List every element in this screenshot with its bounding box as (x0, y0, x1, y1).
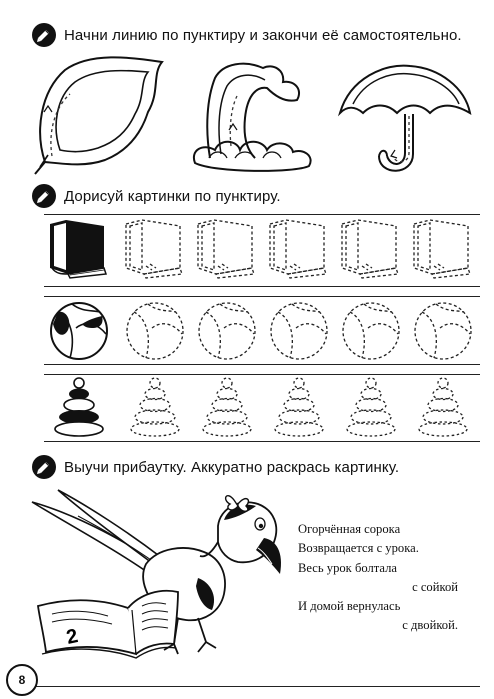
instruction-1-text: Начни линию по пунктиру и закончи её сам… (64, 26, 462, 44)
ball-trace (126, 302, 184, 360)
instruction-2-text: Дорисуй картинки по пунктиру. (64, 187, 281, 205)
ball-trace (270, 302, 328, 360)
pyramid-sample (54, 377, 104, 437)
hat-tracing-figure (192, 62, 312, 172)
book-trace (413, 219, 471, 279)
ball-trace (342, 302, 400, 360)
poem-line: с двойкой. (402, 618, 458, 633)
instruction-2: Дорисуй картинки по пунктиру. (32, 184, 281, 208)
poem-line: И домой вернулась (298, 599, 401, 614)
page-number: 8 (6, 664, 38, 696)
magpie-with-book-illustration: 2 (31, 489, 282, 659)
pyramid-trace (202, 377, 252, 437)
book-trace (197, 219, 255, 279)
book-trace (125, 219, 183, 279)
ball-trace (414, 302, 472, 360)
book-trace (269, 219, 327, 279)
row-rule (44, 441, 480, 442)
umbrella-tracing-figure (337, 64, 472, 172)
pencil-icon (32, 455, 56, 479)
book-trace (341, 219, 399, 279)
book-sample (50, 220, 108, 279)
rhyme-poem: Огорчённая сорока Возвращается с урока. … (298, 520, 458, 636)
row-rule (44, 286, 480, 287)
ball-trace (198, 302, 256, 360)
row-rule (44, 364, 480, 365)
pencil-icon (32, 23, 56, 47)
instruction-3-text: Выучи прибаутку. Аккуратно раскрась карт… (64, 458, 400, 476)
pyramid-trace (346, 377, 396, 437)
footer-rule (36, 686, 480, 687)
pyramid-trace (274, 377, 324, 437)
leaf-tracing-figure (34, 56, 164, 175)
row-rule (44, 214, 480, 215)
instruction-3: Выучи прибаутку. Аккуратно раскрась карт… (32, 455, 399, 479)
poem-line: с сойкой (412, 579, 458, 594)
row-rule (44, 296, 480, 297)
poem-line: Огорчённая сорока (298, 522, 401, 536)
instruction-1: Начни линию по пунктиру и закончи её сам… (32, 23, 462, 47)
poem-line: Возвращается с урока. (298, 541, 419, 556)
pyramid-trace (418, 377, 468, 437)
pyramid-trace (130, 377, 180, 437)
row-rule (44, 374, 480, 375)
ball-sample (50, 302, 108, 360)
poem-line: Весь урок болтала (298, 560, 397, 575)
book-grade-mark: 2 (64, 625, 79, 649)
pencil-icon (32, 184, 56, 208)
